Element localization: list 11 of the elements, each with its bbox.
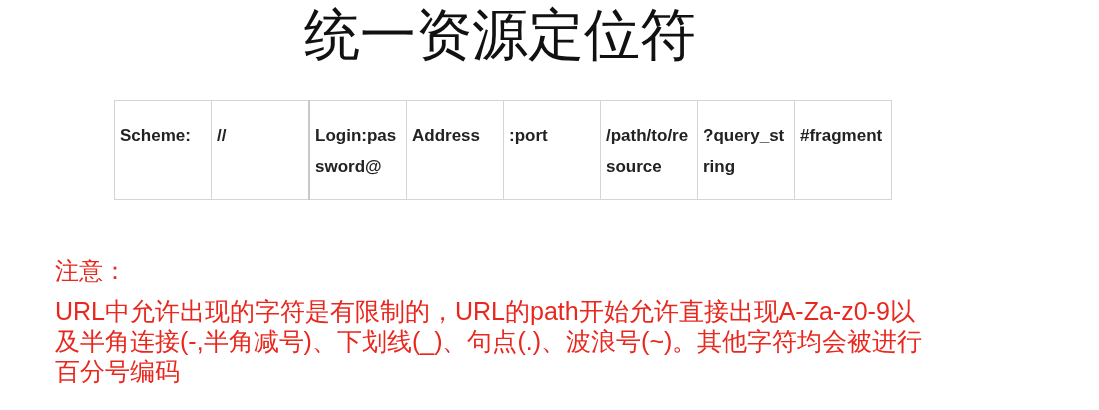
table-cell: /path/to/resource [600, 100, 698, 200]
table-cell: Scheme: [114, 100, 212, 200]
table-cell: Address [406, 100, 504, 200]
table-cell: ?query_string [697, 100, 795, 200]
title: 统一资源定位符 [302, 2, 697, 68]
table-cell: :port [503, 100, 601, 200]
note-heading: 注意： [55, 256, 127, 286]
table-cell: Login:password@ [309, 100, 407, 200]
table-cell: // [211, 100, 309, 200]
table-cell: #fragment [794, 100, 892, 200]
note-text: URL中允许出现的字符是有限制的，URL的path开始允许直接出现A-Za-z0-9以及半角连接(-,半角减号)、下划线(_)、句点(.)、波浪号(~)。其他字符均会被进行百分号编码 [55, 296, 924, 386]
